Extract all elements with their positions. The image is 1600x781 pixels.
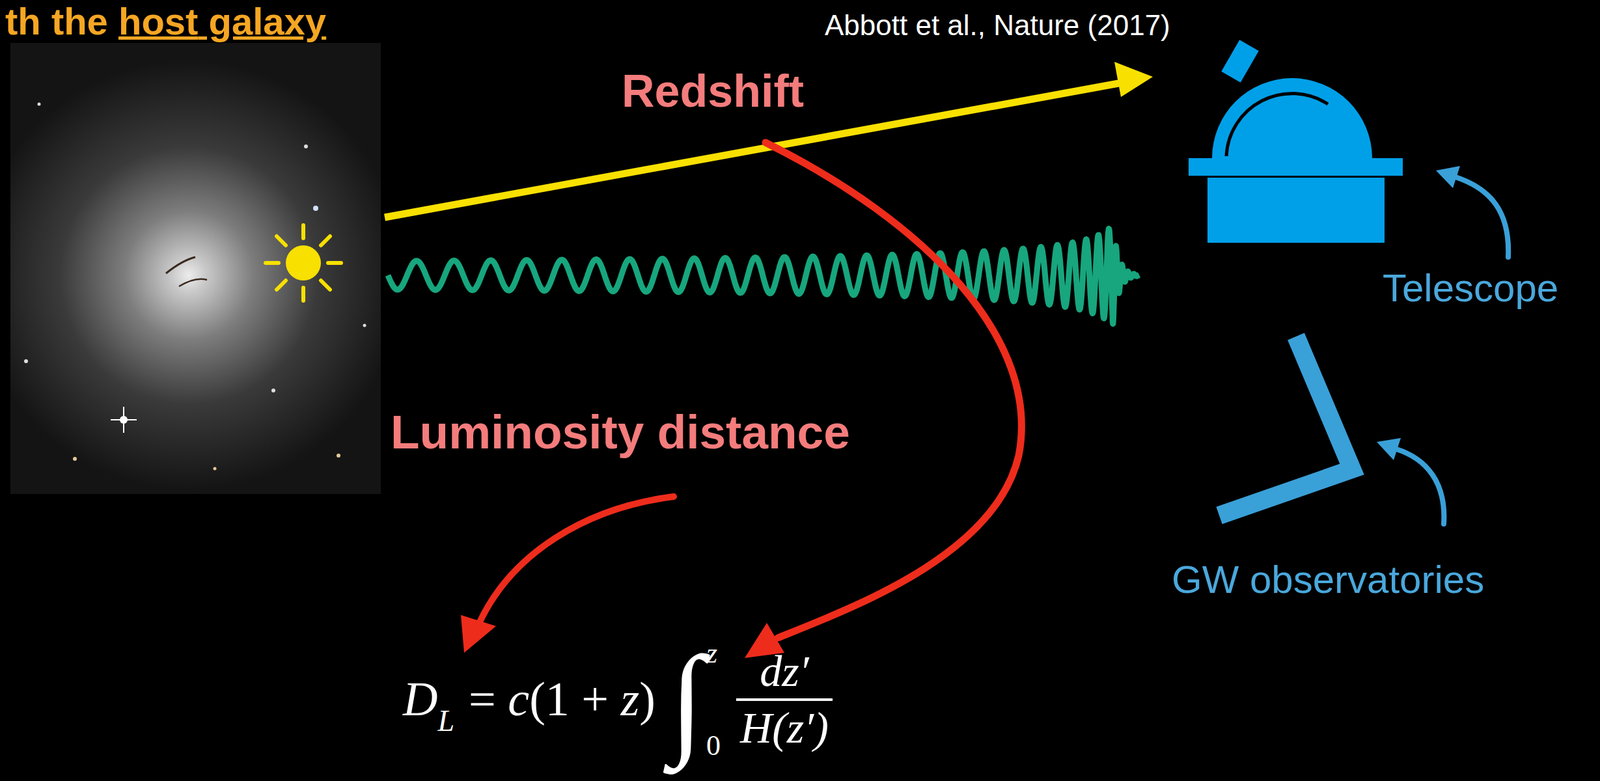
sun-symbol (265, 225, 342, 301)
symbol-group: DL (402, 673, 455, 726)
arrow-head (460, 615, 497, 653)
star (363, 324, 367, 328)
red-arrow (765, 142, 1022, 638)
red-arrow (478, 496, 674, 625)
dome (1212, 78, 1373, 159)
star (303, 144, 308, 149)
math-char: ) (639, 672, 656, 726)
math-char: 1 (545, 672, 570, 726)
telescope-base (1207, 177, 1385, 243)
integral-limits: z0 (706, 637, 721, 762)
math-char: + (581, 672, 609, 726)
math-char (496, 672, 509, 726)
math-char: = (468, 672, 497, 726)
sun-rays (265, 225, 342, 301)
math-char: z (620, 672, 640, 726)
star (336, 453, 341, 458)
arrow-head (1435, 165, 1461, 189)
dome-band (1188, 158, 1403, 176)
dust-lane (179, 279, 207, 287)
math-char: ( (529, 672, 546, 726)
title-word: th (5, 0, 42, 43)
star (24, 359, 28, 364)
denominator: H(z′) (736, 701, 833, 753)
star (110, 406, 137, 433)
star (313, 205, 319, 211)
redshift-label: Redshift (621, 65, 804, 118)
dome-line (1226, 93, 1328, 157)
math-subscript: L (437, 704, 455, 739)
upper-limit: z (706, 637, 721, 670)
star (213, 467, 217, 471)
lower-limit: 0 (706, 730, 721, 762)
integral-sign: ∫ (669, 637, 704, 762)
leader-arrow (1396, 449, 1444, 525)
telescope-icon (1188, 39, 1403, 243)
citation: Abbott et al., Nature (2017) (824, 9, 1171, 43)
math-symbol: D (402, 673, 438, 726)
star (37, 102, 42, 107)
arrow-head (1376, 438, 1401, 461)
title-word: host (118, 0, 198, 43)
fraction: dz′H(z′) (736, 647, 833, 753)
math-char (569, 672, 582, 726)
math-expression: = c(1 + z) (468, 673, 656, 726)
galaxy-glow (10, 42, 381, 495)
fraction-bar (736, 698, 833, 702)
telescope-label: Telescope (1382, 265, 1559, 311)
star (271, 388, 276, 393)
slide-title: th the host galaxy (5, 0, 327, 44)
title-word: the (51, 0, 109, 43)
gw-label: GW observatories (1171, 557, 1485, 603)
leader-arrow (1455, 177, 1509, 258)
gw-detector-arms (1219, 336, 1352, 516)
formula: DL= c(1 + z)∫z0dz′H(z′) (402, 621, 833, 778)
math-char (608, 672, 621, 726)
dust-lane (165, 257, 196, 274)
math-char: c (507, 672, 530, 726)
dome-slit (1221, 39, 1259, 83)
galaxy-image (10, 42, 381, 495)
gw-waveform (387, 228, 1140, 324)
integral-group: ∫z0 (669, 637, 721, 762)
numerator: dz′ (755, 647, 813, 699)
title-word: galaxy (197, 0, 327, 43)
arrow-head (1114, 61, 1153, 97)
sun-disc (285, 245, 321, 281)
star (72, 456, 77, 461)
distance-label: Luminosity distance (390, 404, 851, 460)
